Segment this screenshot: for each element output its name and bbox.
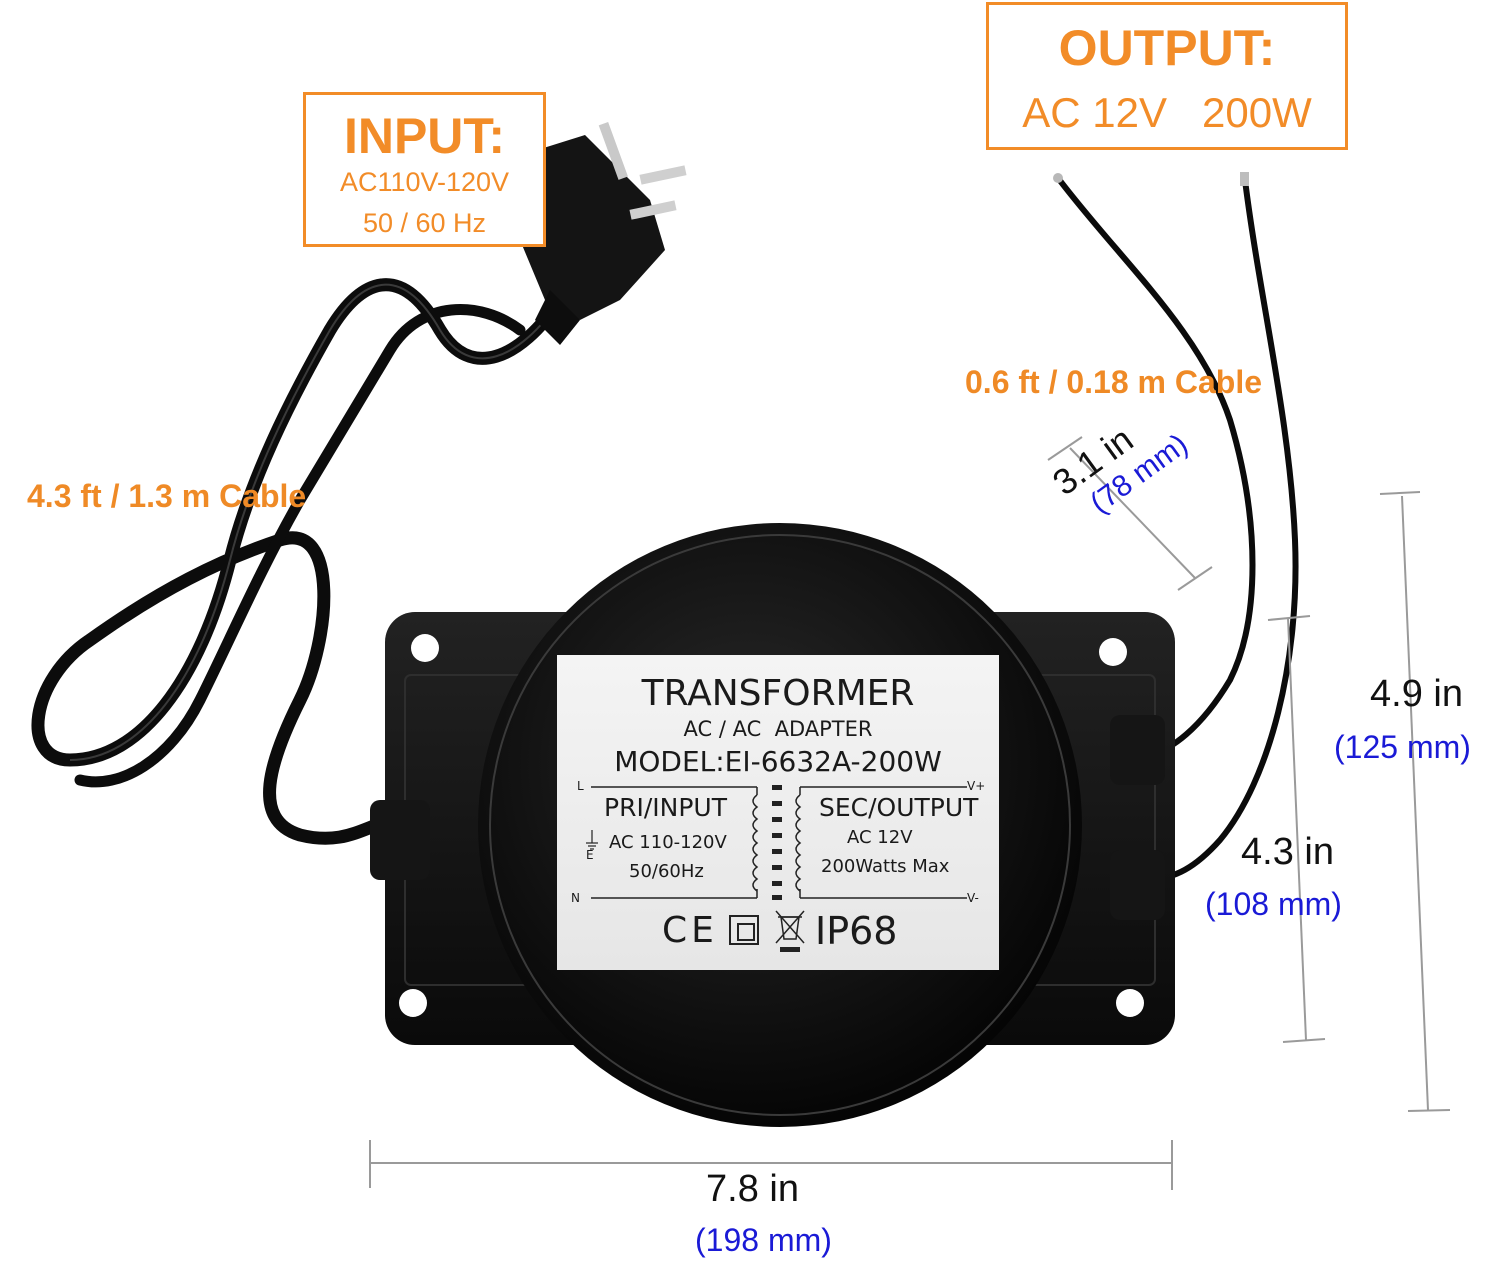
weee-bin-icon [775,910,805,952]
terminal-l: L [577,779,584,793]
ce-mark-icon: CE [662,910,718,951]
terminal-vplus: V+ [967,779,986,793]
height-inner-mm: (108 mm) [1205,886,1342,922]
terminal-vminus: V- [967,891,979,905]
label-model: MODEL:EI-6632A-200W [614,745,942,778]
primary-voltage: AC 110-120V [609,832,727,853]
input-spec-callout: INPUT: AC110V-120V 50 / 60 Hz [303,92,546,247]
output-rating: AC 12V 200W [1022,89,1312,136]
width-in: 7.8 in [706,1168,799,1210]
height-outer-in: 4.9 in [1370,673,1463,715]
mount-hole [411,634,439,662]
output-cable-gland [1110,850,1165,920]
input-title: INPUT: [343,108,506,164]
label-title: TRANSFORMER [641,673,915,714]
dimension-lines [369,436,1451,1190]
winding-schematic [586,785,967,900]
input-frequency: 50 / 60 Hz [362,208,487,238]
output-spec-callout: OUTPUT: AC 12V 200W [986,2,1348,150]
height-inner-in: 4.3 in [1241,831,1334,873]
label-subtitle: AC / AC ADAPTER [683,717,873,741]
output-wires [1055,175,1299,883]
primary-heading: PRI/INPUT [604,793,727,822]
input-cable-gland [370,800,430,880]
primary-frequency: 50/60Hz [629,861,704,882]
width-mm: (198 mm) [695,1222,832,1258]
output-cable-gland [1110,715,1165,785]
transformer-label: TRANSFORMER AC / AC ADAPTER MODEL:EI-663… [557,655,999,970]
mount-hole [399,989,427,1017]
input-cable-length: 4.3 ft / 1.3 m Cable [27,478,307,514]
ground-icon [586,830,598,850]
terminal-e: E [586,848,594,862]
secondary-voltage: AC 12V [847,827,913,848]
input-voltage: AC110V-120V [339,167,510,197]
mount-hole [1099,638,1127,666]
double-insulation-icon [729,915,759,945]
mount-hole [1116,989,1144,1017]
core-marks [772,785,782,900]
height-outer-mm: (125 mm) [1334,729,1471,765]
terminal-n: N [571,891,580,905]
wire-tip [1053,173,1063,183]
output-title: OUTPUT: [1058,20,1276,76]
secondary-power: 200Watts Max [821,856,950,877]
output-cable-length: 0.6 ft / 0.18 m Cable [965,364,1263,400]
ip-rating: IP68 [815,909,898,953]
input-power-cord-highlight [69,283,561,761]
secondary-heading: SEC/OUTPUT [819,793,979,822]
wire-tip [1240,172,1249,186]
